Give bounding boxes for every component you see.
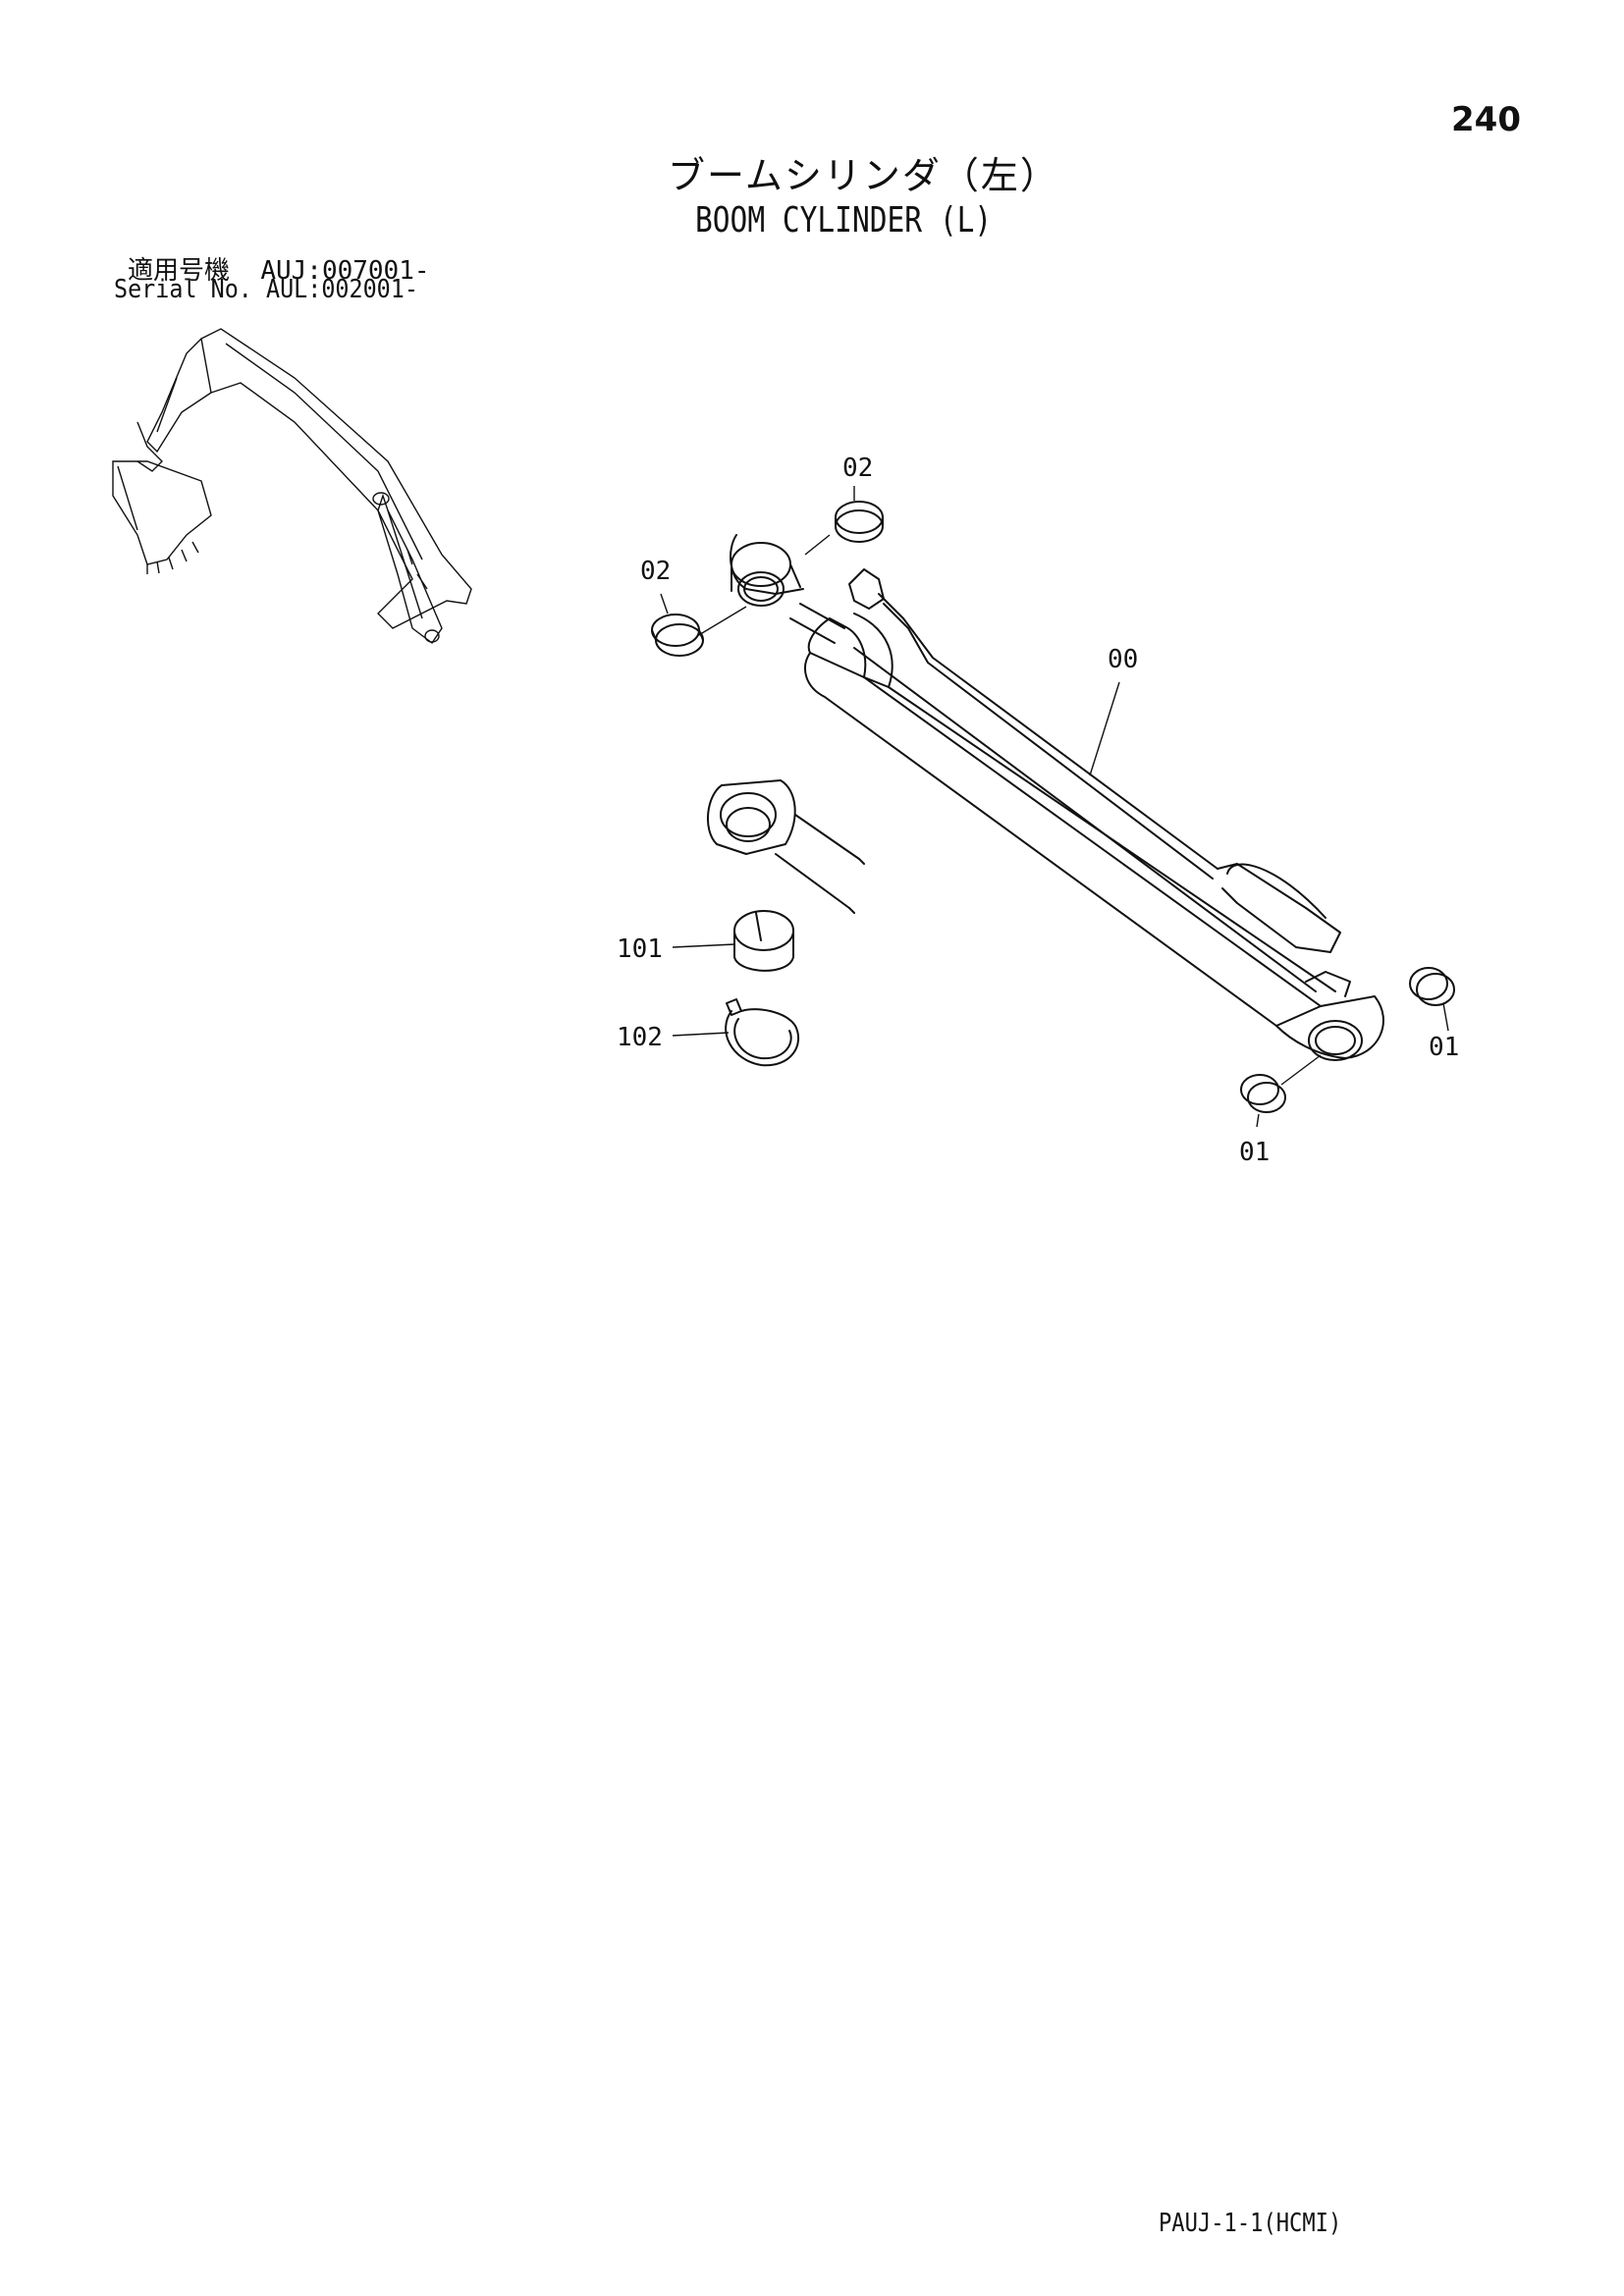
rod-end-detail [706,779,865,914]
serial-label: Serial No. [114,275,252,304]
title-japanese: ブームシリンダ（左） [668,154,1059,197]
callout-02-top: 02 [842,454,873,483]
callout-02-left: 02 [640,557,671,586]
callout-00: 00 [1108,645,1138,674]
callout-101: 101 [617,934,663,964]
footer-code: PAUJ-1-1(HCMI) [1159,2209,1342,2238]
bushing-01-right [1409,967,1455,1006]
bushing-01-bottom [1240,1074,1286,1113]
callout-01-right: 01 [1429,1033,1459,1062]
excavator-thumbnail [112,328,472,645]
applicability-ja-label: 適用号機 [128,256,231,286]
applicability-japanese: 適用号機 AUJ:007001- [128,250,430,287]
serial-value: AUL:002001- [265,275,418,304]
snap-ring-102 [725,998,800,1067]
boom-cylinder-assembly [730,534,1384,1061]
bushing-02-top [835,501,884,543]
leader-lines [660,486,1449,1128]
bushing-02-left [651,614,704,657]
bushing-101 [733,910,794,972]
page-number: 240 [1451,100,1521,139]
callout-102: 102 [617,1023,663,1052]
applicability-english: Serial No. AUL:002001- [114,275,418,304]
applicability-ja-value: AUJ:007001- [260,256,430,286]
title-english: BOOM CYLINDER (L) [695,200,993,240]
callout-01-bottom: 01 [1239,1138,1270,1167]
